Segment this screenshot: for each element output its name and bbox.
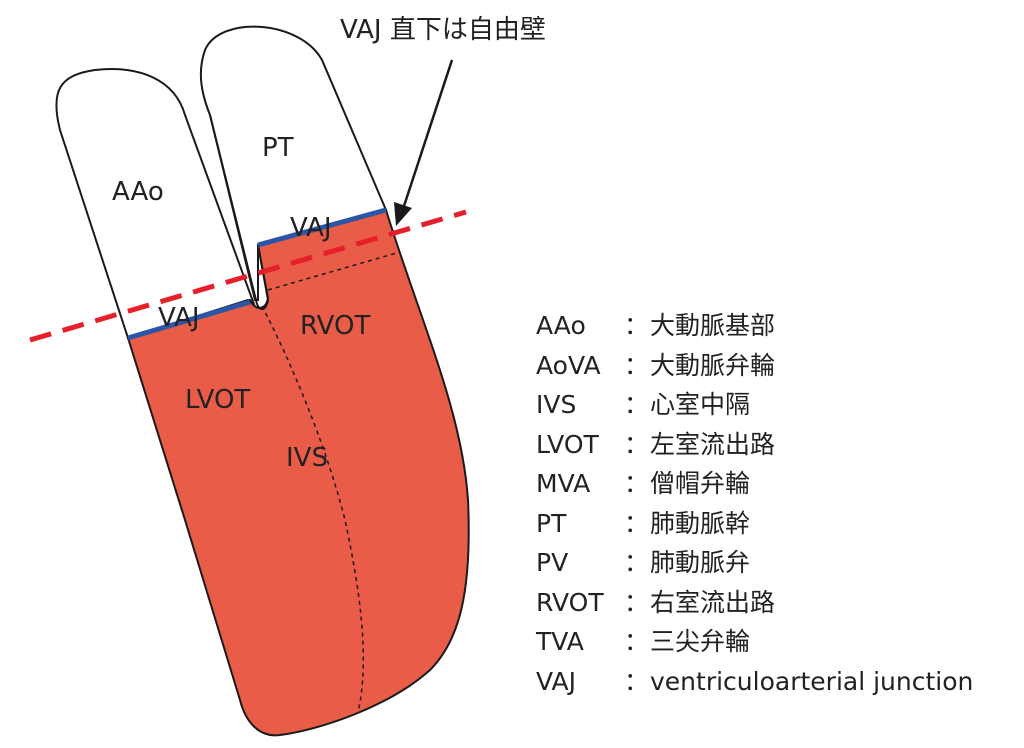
legend-definition: ventriculoarterial junction: [650, 666, 974, 696]
arrow-head-icon: [394, 202, 412, 226]
rvot-dotted-line: [267, 251, 401, 291]
aao-vessel: [55, 68, 256, 340]
legend-definition: 左室流出路: [650, 429, 776, 459]
label-pt: PT: [262, 133, 294, 163]
annotation-arrow: [402, 59, 454, 207]
legend-item: LVOT ：左室流出路: [536, 425, 973, 465]
ivs-dotted-line: [261, 305, 365, 713]
legend-separator: ：: [624, 311, 650, 340]
legend-abbr: MVA: [536, 469, 591, 498]
legend-definition: 僧帽弁輪: [650, 469, 751, 498]
legend-separator: ：: [624, 390, 650, 419]
vaj-line-right: [257, 207, 387, 248]
cut-line: [29, 209, 467, 343]
legend-item: PT ：肺動脈幹: [536, 504, 973, 544]
legend-abbr: PT: [536, 508, 567, 538]
legend-separator: ：: [624, 350, 650, 380]
legend-definition: 心室中隔: [650, 390, 751, 419]
vaj-line-left: [127, 299, 251, 341]
legend-abbr: RVOT: [536, 587, 604, 617]
legend-item: AAo ：大動脈基部: [536, 306, 973, 346]
legend-definition: 大動脈基部: [650, 311, 776, 340]
annotation-text: VAJ 直下は自由壁: [340, 15, 546, 45]
legend-abbr: TVA: [536, 627, 584, 656]
legend-separator: ：: [624, 666, 650, 696]
legend-abbr: VAJ: [536, 666, 576, 696]
label-ivs: IVS: [286, 443, 328, 473]
label-rvot: RVOT: [300, 311, 370, 341]
legend-item: PV ：肺動脈弁: [536, 543, 973, 583]
legend-abbr: AAo: [536, 311, 586, 340]
legend-abbr: PV: [536, 548, 569, 577]
legend-abbr: AoVA: [536, 350, 601, 380]
legend-definition: 三尖弁輪: [650, 627, 751, 656]
legend-item: RVOT ：右室流出路: [536, 583, 973, 623]
legend-item: MVA ：僧帽弁輪: [536, 464, 973, 504]
label-aao: AAo: [112, 177, 164, 207]
legend-definition: 右室流出路: [650, 587, 776, 617]
vessel-gap: [209, 114, 270, 310]
legend-abbr: LVOT: [536, 429, 599, 459]
legend-separator: ：: [624, 469, 650, 498]
legend-separator: ：: [624, 627, 650, 656]
legend-item: IVS ：心室中隔: [536, 385, 973, 425]
legend-definition: 肺動脈弁: [650, 548, 751, 577]
legend-abbr: IVS: [536, 390, 577, 419]
legend-item: VAJ ：ventriculoarterial junction: [536, 662, 973, 702]
legend-separator: ：: [624, 587, 650, 617]
legend-item: AoVA ：大動脈弁輪: [536, 346, 973, 386]
label-vaj-right: VAJ: [290, 213, 332, 243]
legend-separator: ：: [624, 508, 650, 538]
label-vaj-left: VAJ: [158, 303, 200, 333]
pt-vessel: [199, 25, 388, 301]
legend-definition: 大動脈弁輪: [650, 350, 776, 380]
label-lvot: LVOT: [185, 385, 250, 415]
legend-definition: 肺動脈幹: [650, 508, 751, 538]
legend-separator: ：: [624, 429, 650, 459]
legend-separator: ：: [624, 548, 650, 577]
legend-item: TVA ：三尖弁輪: [536, 622, 973, 662]
